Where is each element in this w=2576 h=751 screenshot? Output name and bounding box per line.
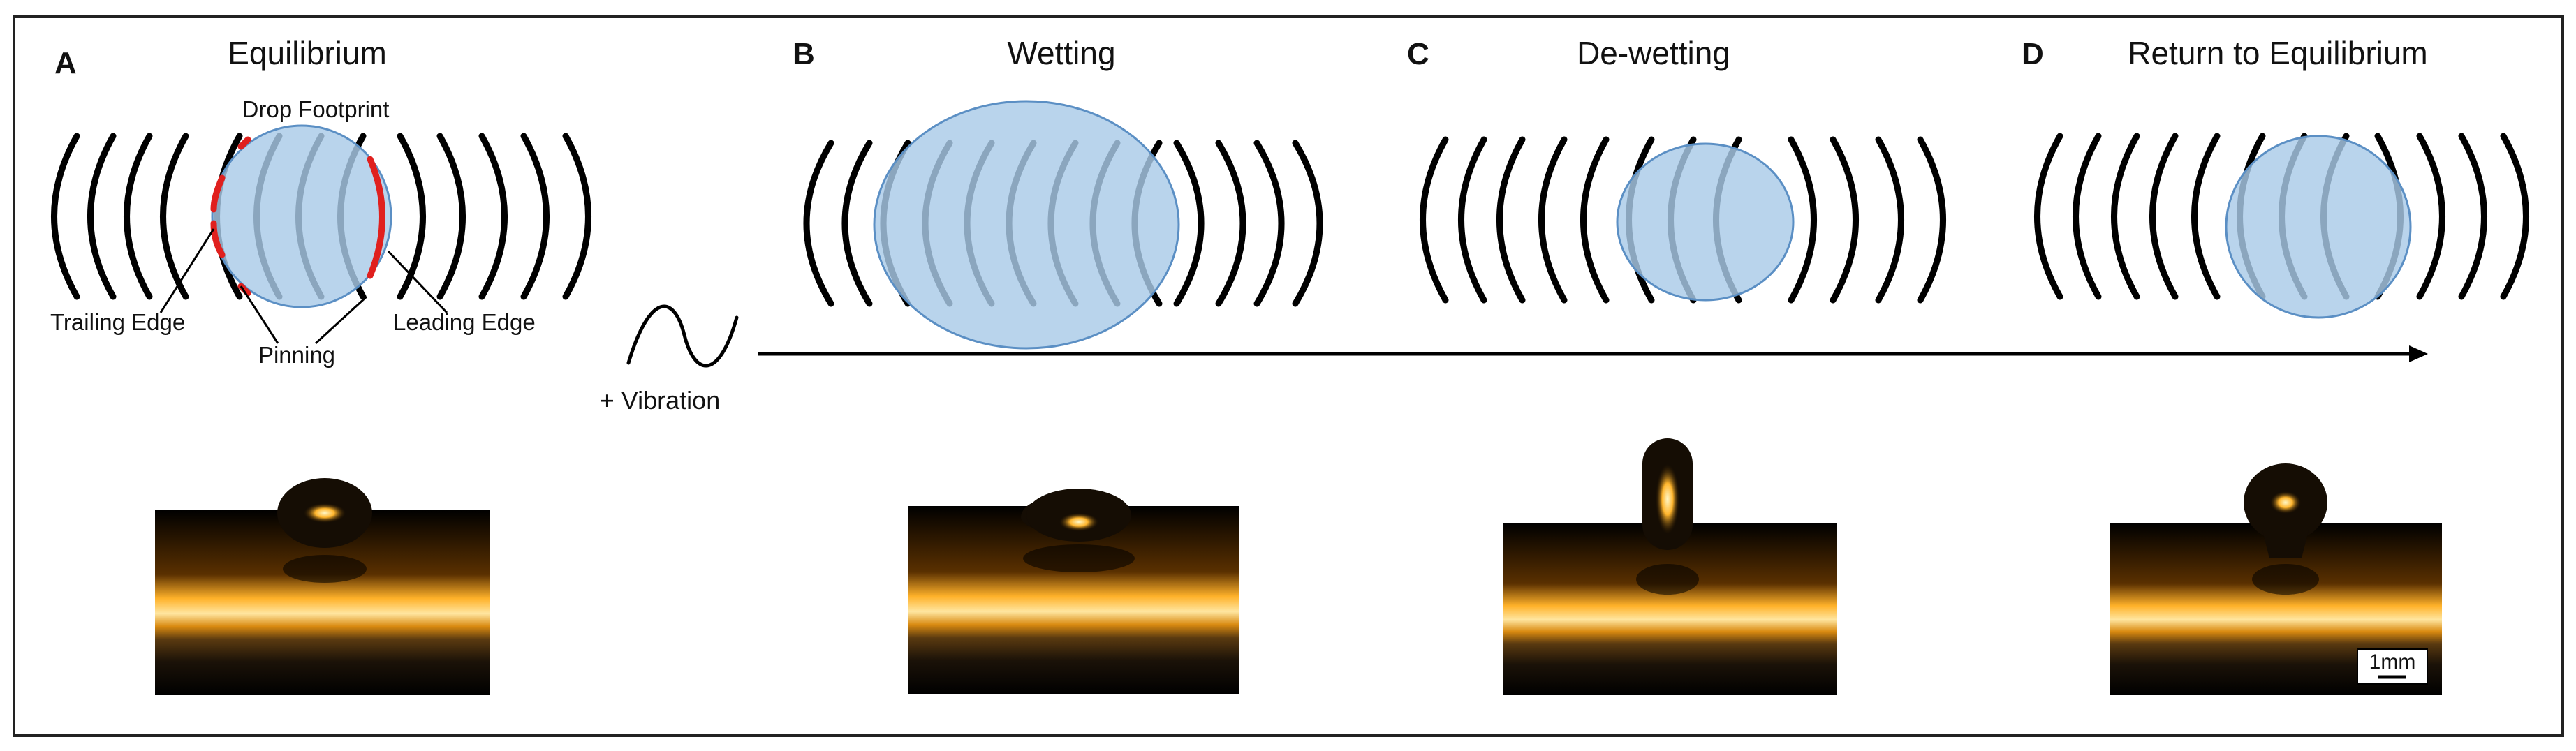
droplet-photo-b <box>908 489 1239 694</box>
vibration-indicator: + Vibration <box>600 304 739 415</box>
drop-footprint-label: Drop Footprint <box>242 96 390 122</box>
time-arrow <box>758 345 2428 362</box>
trailing-edge-label: Trailing Edge <box>50 309 185 335</box>
panel-letter: C <box>1407 37 1429 71</box>
pinning-label: Pinning <box>258 342 335 368</box>
panel-d: D Return to Equilibrium 1mm <box>2022 35 2529 695</box>
drop-footprint <box>873 100 1180 350</box>
drop-footprint <box>2225 135 2412 319</box>
panel-title: De-wetting <box>1577 35 1730 71</box>
vibration-label: + Vibration <box>600 386 720 415</box>
annotation-pointers <box>159 228 448 345</box>
leading-edge-label: Leading Edge <box>393 309 536 335</box>
scale-bar: 1mm <box>2357 648 2428 685</box>
drop-footprint <box>211 124 392 308</box>
panel-letter: D <box>2022 37 2044 71</box>
panel-a: A Equilibrium Drop Footprint Traili <box>50 35 591 695</box>
panel-c: C De-wetting <box>1407 35 1946 695</box>
droplet-photo-d: 1mm <box>2110 463 2442 695</box>
panel-b: B Wetting <box>793 35 1323 694</box>
droplet-photo-c <box>1503 438 1837 695</box>
drop-footprint <box>1616 142 1795 302</box>
panel-title: Wetting <box>1007 35 1115 71</box>
sine-wave-icon <box>626 304 739 368</box>
droplet-photo-a <box>155 478 490 695</box>
scale-bar-label: 1mm <box>2369 650 2416 674</box>
panel-title: Return to Equilibrium <box>2128 35 2428 71</box>
panel-letter: A <box>54 46 77 80</box>
panel-title: Equilibrium <box>228 35 387 71</box>
panel-letter: B <box>793 37 815 71</box>
